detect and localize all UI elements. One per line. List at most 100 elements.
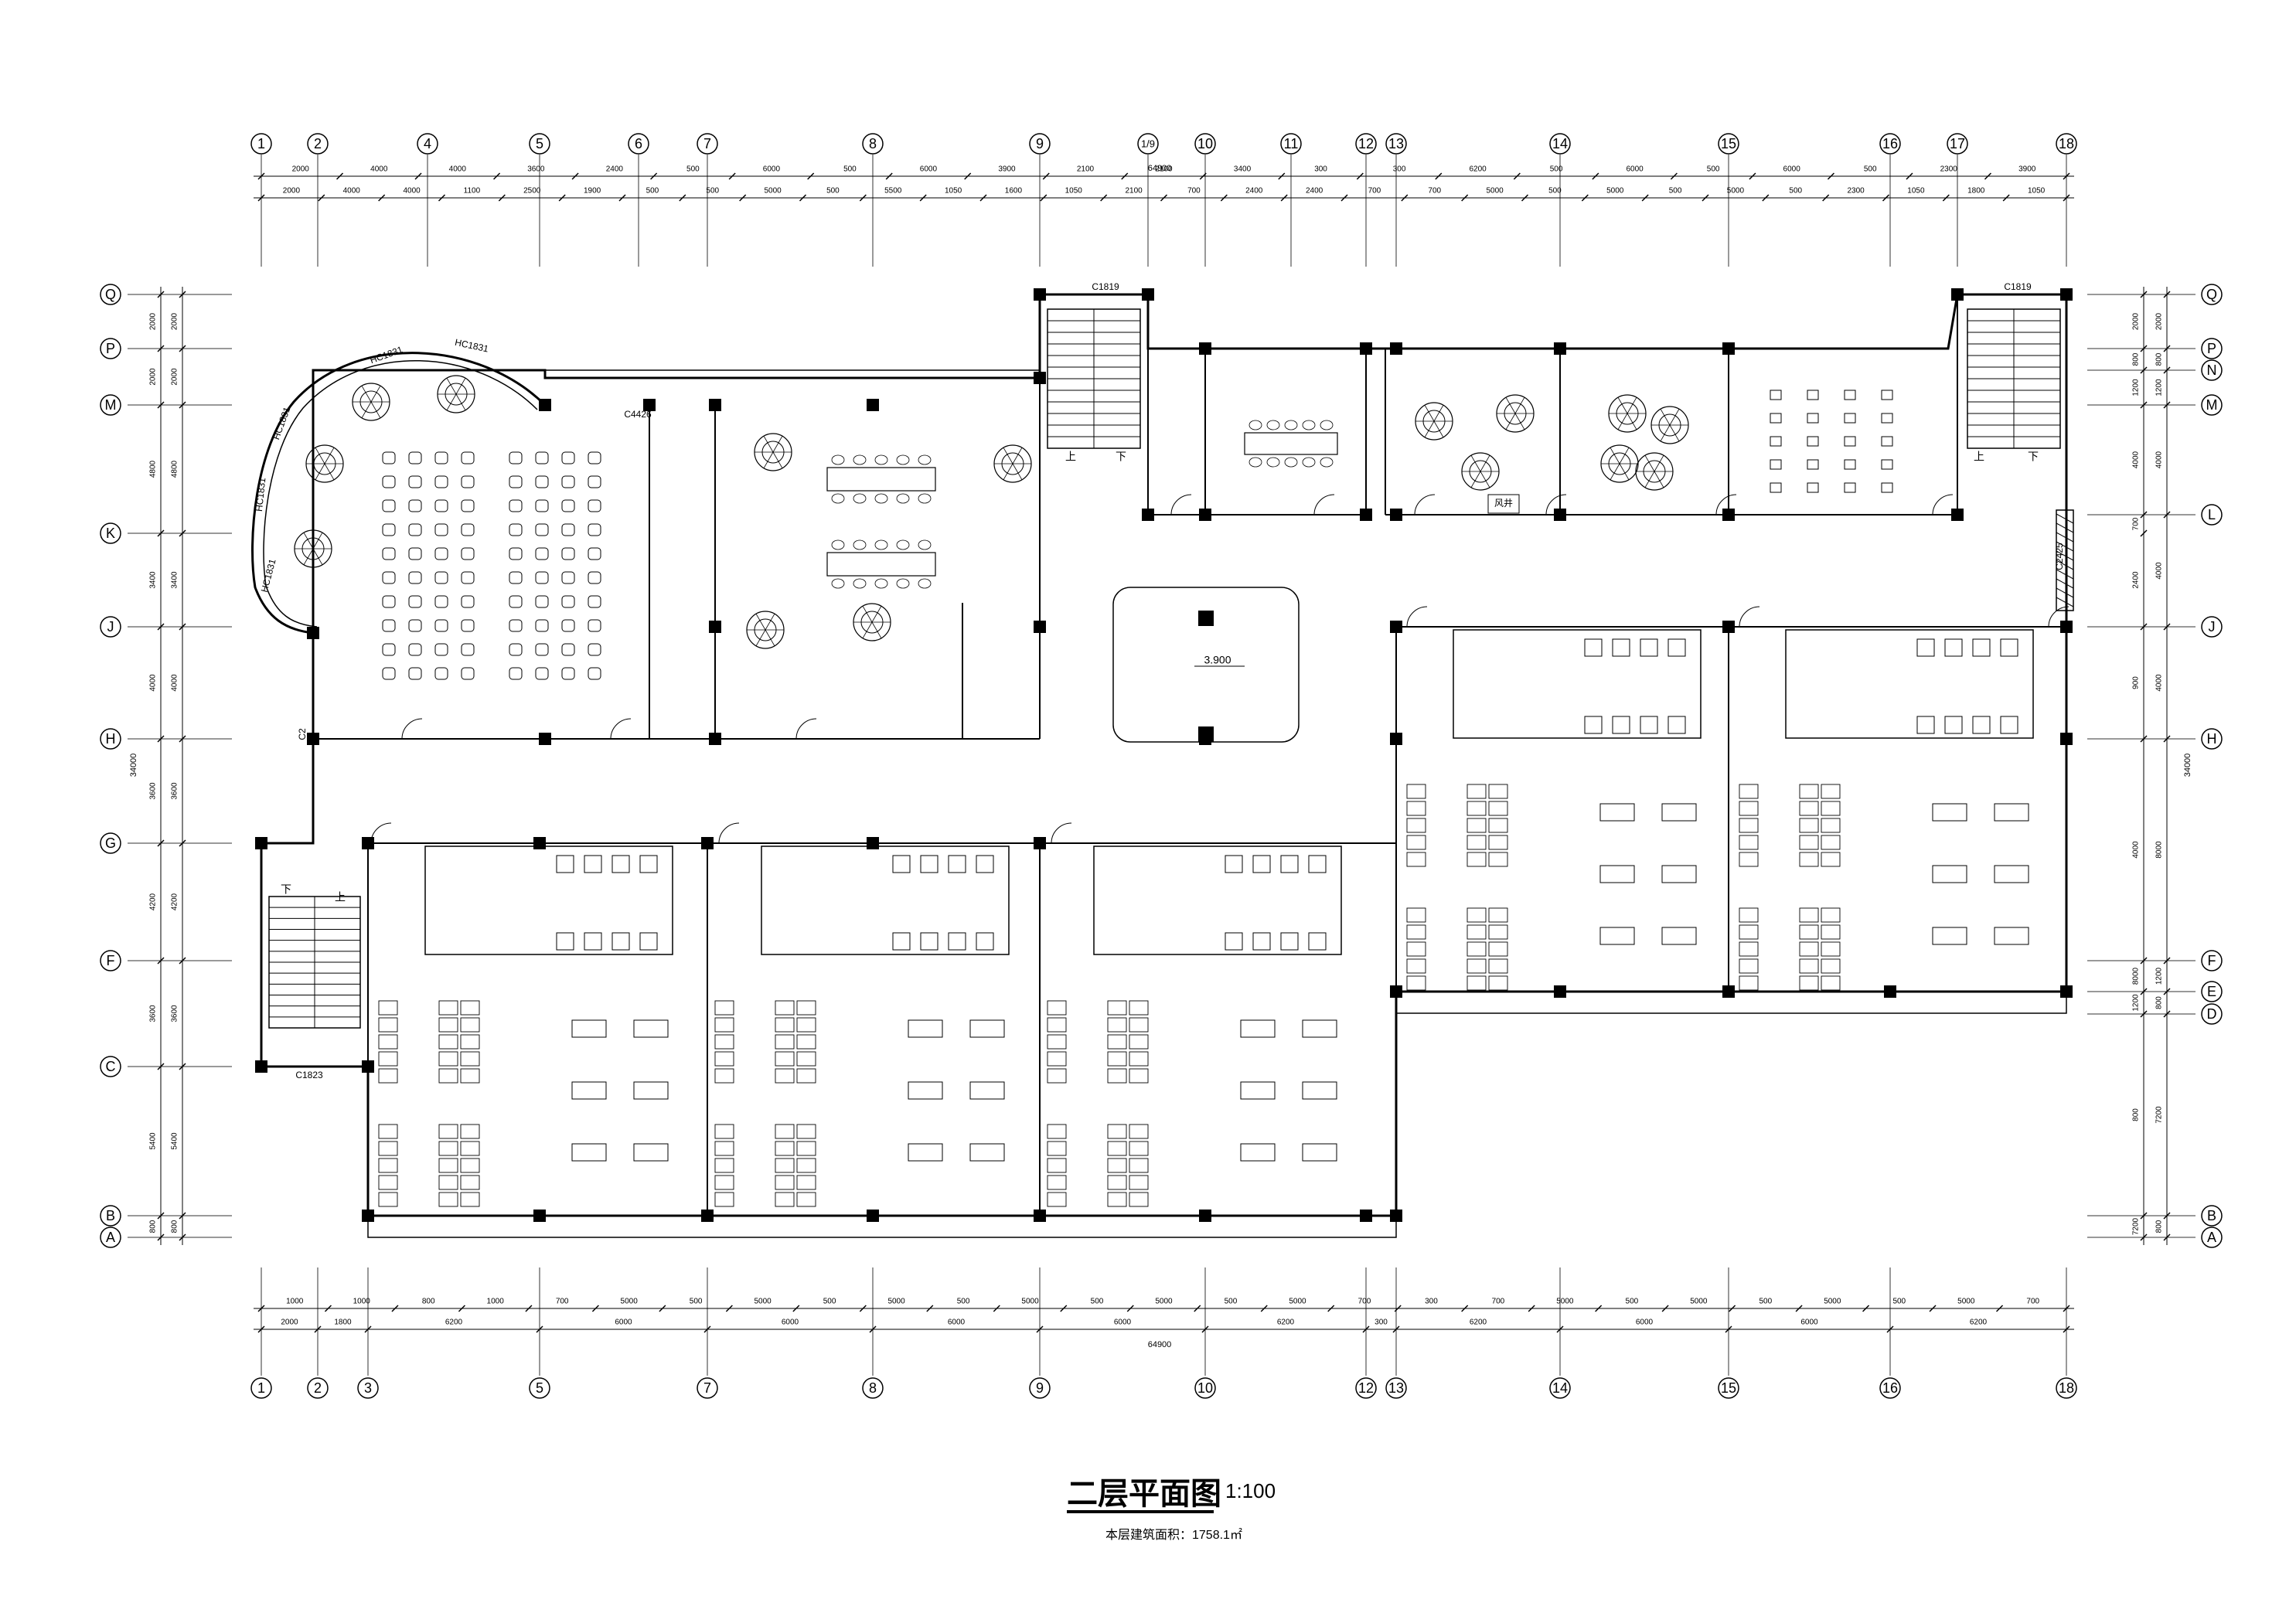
top-dim-row1-text: 500 — [1707, 165, 1720, 174]
classroom-2-cot — [796, 1158, 816, 1173]
top-dim-row2-tick — [318, 194, 325, 202]
bottom-dim-row2-text: 6000 — [948, 1318, 966, 1327]
axis-bubble: 1/9 — [1137, 133, 1159, 155]
right-dim-col1-text: 1200 — [2132, 994, 2141, 1012]
axis-bubble-circle — [1718, 1377, 1739, 1399]
classroom-5-cot — [1799, 818, 1819, 833]
meeting-chair — [874, 578, 888, 589]
top-dim-row2-text: 2100 — [1125, 187, 1143, 196]
classroom-3-cot — [1107, 1000, 1127, 1016]
bottom-dim-row1-tick — [1929, 1305, 1937, 1312]
axis-bubble: H — [100, 728, 121, 750]
structural-column — [1554, 985, 1566, 998]
auditorium-seat — [588, 571, 601, 584]
bottom-dim-row2-tick — [1886, 1325, 1894, 1333]
round-table-set — [1635, 452, 1674, 491]
table-spoke — [324, 447, 335, 464]
right-dim-col1-tick — [2140, 1233, 2148, 1241]
table-spoke — [1505, 397, 1516, 414]
axis-bubble: H — [2201, 728, 2223, 750]
axis-bubble-label: 1 — [257, 1380, 265, 1396]
auditorium-seat — [509, 451, 523, 464]
auditorium-seat — [434, 595, 448, 608]
meeting-chair — [853, 578, 867, 589]
office-desk — [1770, 482, 1782, 493]
stair-direction-mark: 上 — [1974, 451, 1984, 463]
meeting-chair — [1284, 420, 1298, 430]
axis-bubble-circle — [100, 338, 121, 359]
classroom-3-cot — [1129, 1158, 1149, 1173]
top-dim-row1-text: 3400 — [1234, 165, 1252, 174]
window-tag: C2425 — [2054, 543, 2065, 570]
classroom-3-table — [1302, 1019, 1337, 1038]
axis-bubble-label: 7 — [703, 136, 711, 151]
top-dim-row2-tick — [1340, 194, 1348, 202]
top-dim-row2-text: 1050 — [945, 187, 962, 196]
classroom-5-cot — [1799, 941, 1819, 957]
left-dim-col2-tick — [179, 1233, 186, 1241]
bottom-dim-row2-text: 6200 — [445, 1318, 463, 1327]
door-swing — [1170, 494, 1192, 515]
bottom-dim-row1-text: 500 — [1225, 1298, 1238, 1306]
classroom-4-cot — [1488, 835, 1508, 850]
axis-bubble-circle — [2056, 133, 2077, 155]
left-dim-col2-tick — [179, 291, 186, 298]
top-dim-row1-tick — [807, 172, 815, 180]
classroom-1 — [378, 846, 673, 1207]
right-dim-col2-tick — [2163, 735, 2171, 743]
bottom-dim-row1-text: 5000 — [1289, 1298, 1306, 1306]
left-dim-col2-tick — [179, 623, 186, 631]
stair-direction-mark: 下 — [2028, 451, 2039, 463]
classroom-3-cot — [1129, 1192, 1149, 1207]
door-swing — [1406, 606, 1428, 628]
office-desk — [1807, 459, 1819, 470]
axis-bubble: 17 — [1947, 133, 1968, 155]
axis-bubble-circle — [100, 522, 121, 544]
axis-bubble-circle — [2201, 950, 2223, 971]
window-hatch — [2056, 560, 2074, 570]
bottom-dim-row2-text: 6200 — [1970, 1318, 1988, 1327]
south-corridor-strip — [367, 1215, 1397, 1238]
axis-bubble-label: Q — [2206, 287, 2217, 302]
meeting-table — [1244, 432, 1338, 455]
top-dim-row1-text: 300 — [1314, 165, 1327, 174]
bottom-dim-row2-tick — [1725, 1325, 1732, 1333]
classroom-1-table — [571, 1019, 607, 1038]
classroom-1-cot — [460, 1124, 480, 1139]
classroom-1-table — [633, 1081, 669, 1100]
auditorium-seat — [382, 571, 396, 584]
bottom-dim-row1-tick — [458, 1305, 465, 1312]
auditorium-seat — [382, 475, 396, 488]
table-spoke — [1654, 455, 1664, 472]
bottom-dim-row2-tick — [314, 1325, 322, 1333]
auditorium-seat — [461, 595, 475, 608]
table-spoke — [455, 378, 466, 395]
left-dim-col1-tick — [157, 529, 165, 537]
axis-bubble-circle — [357, 1377, 379, 1399]
exterior-wall — [260, 293, 2068, 1217]
axis-bubble-label: 9 — [1036, 136, 1044, 151]
right-dim-col1-text: 2400 — [2132, 571, 2141, 589]
classroom-4-cot — [1488, 924, 1508, 940]
bottom-dim-row1-text: 700 — [1358, 1298, 1371, 1306]
bottom-dim-row2-text: 6000 — [1800, 1318, 1818, 1327]
bottom-dim-row2-text: 300 — [1375, 1318, 1388, 1327]
round-table-set — [754, 433, 792, 471]
office-desk — [1844, 482, 1856, 493]
table-spoke — [361, 386, 372, 403]
bottom-dim-row2-text: 6000 — [782, 1318, 799, 1327]
classroom-1-fixture — [639, 855, 658, 873]
meeting-chair — [1248, 457, 1262, 468]
classroom-4-cot — [1467, 924, 1487, 940]
classroom-2-fixture — [892, 932, 911, 951]
classroom-5-cot — [1799, 958, 1819, 974]
round-table-set — [1600, 444, 1639, 483]
classroom-3-fixture — [1252, 855, 1271, 873]
axis-bubble-circle — [1947, 133, 1968, 155]
top-dim-row2-text: 2400 — [1245, 187, 1263, 196]
round-table-set — [1461, 452, 1500, 491]
axis-bubble-label: L — [2208, 507, 2216, 522]
meeting-chair — [874, 539, 888, 550]
classroom-2-fixture — [976, 855, 994, 873]
